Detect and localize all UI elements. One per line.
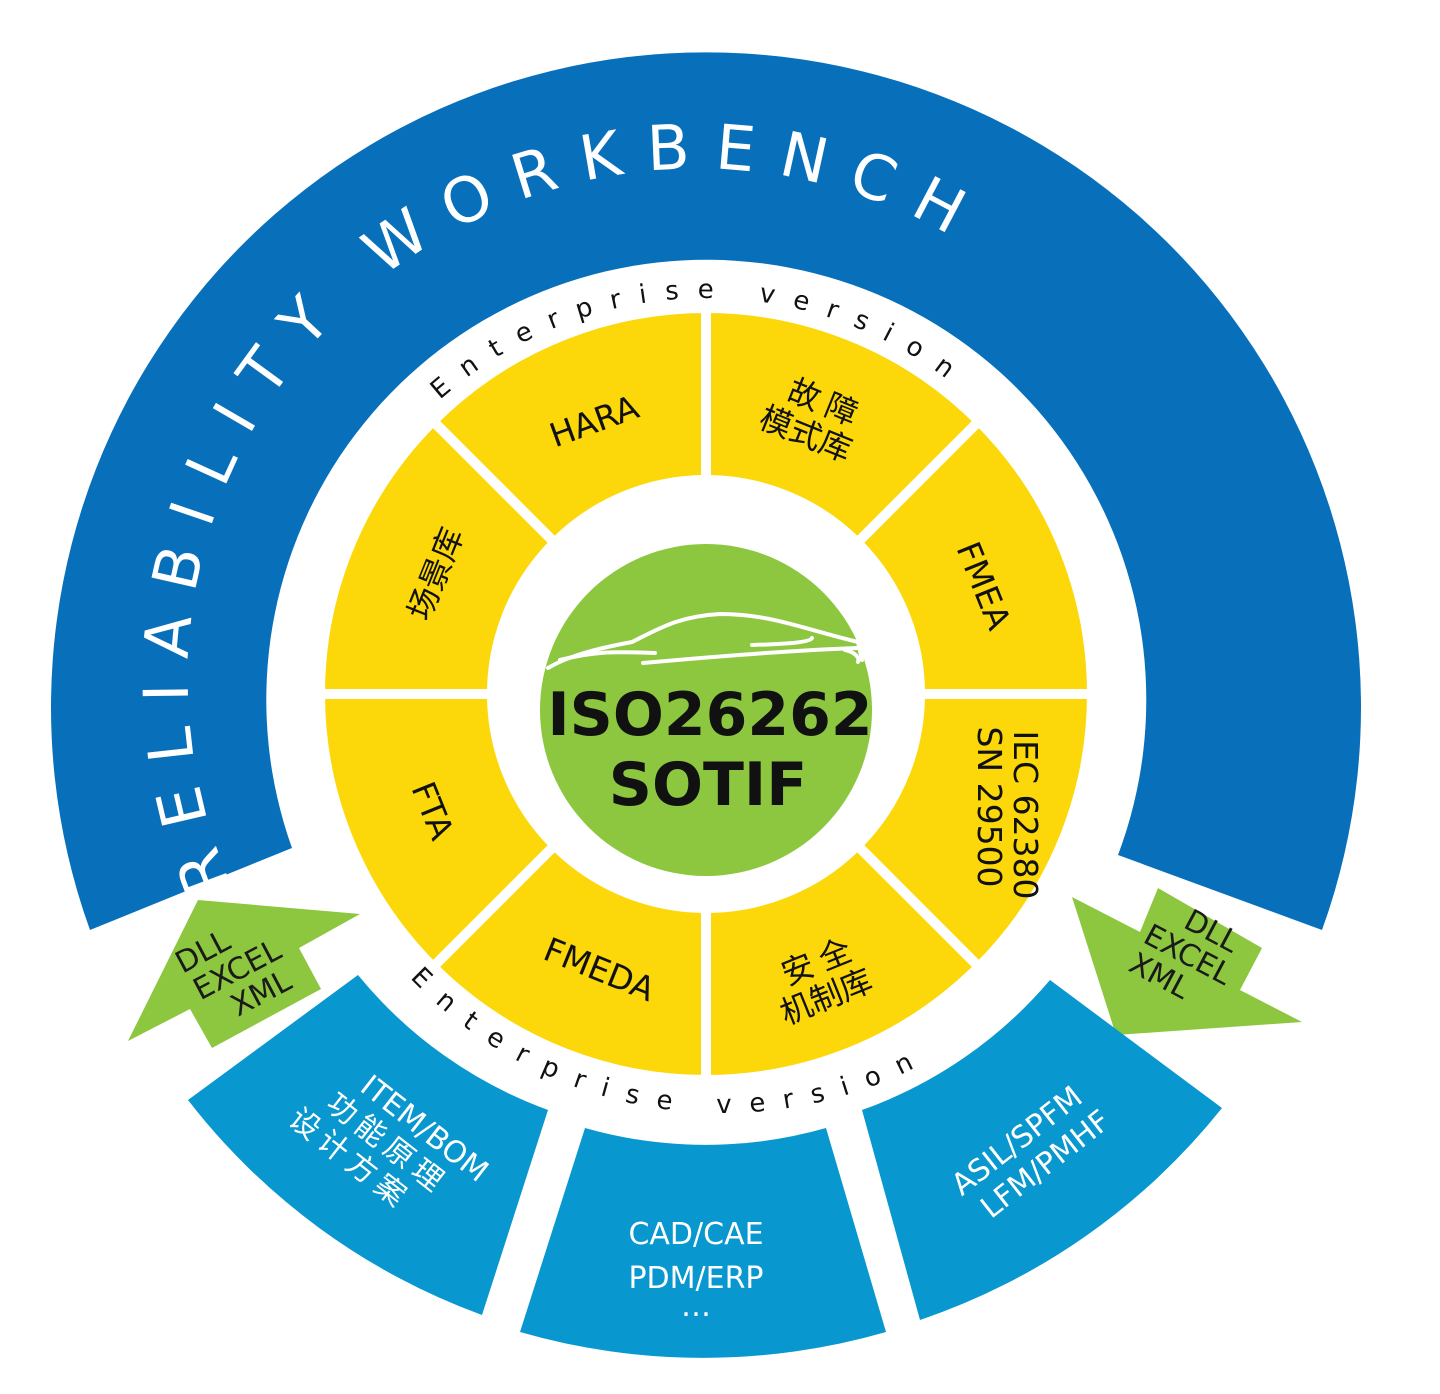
input-segment-left: ITEM/BOM 功能原理 设计方案 — [188, 975, 548, 1315]
center-title-line2: SOTIF — [609, 750, 807, 820]
input-segment-right: ASIL/SPFM LFM/PMHF — [862, 980, 1222, 1320]
svg-text:CAD/CAE: CAD/CAE — [628, 1217, 763, 1252]
svg-text:IEC 62380: IEC 62380 — [1006, 730, 1045, 899]
export-arrow-right: DLL EXCEL XML — [1072, 888, 1302, 1035]
svg-text:PDM/ERP: PDM/ERP — [628, 1261, 763, 1296]
svg-text:…: … — [681, 1289, 711, 1324]
car-outline-icon — [546, 611, 864, 670]
svg-text:SN 29500: SN 29500 — [970, 726, 1009, 887]
module-standards[interactable]: IEC 62380 SN 29500 — [970, 726, 1045, 899]
input-segment-middle: CAD/CAE PDM/ERP … — [520, 1128, 886, 1358]
outer-arc-band — [50, 52, 1361, 931]
center-title-line1: ISO26262 — [547, 680, 872, 750]
center-circle — [540, 544, 872, 876]
